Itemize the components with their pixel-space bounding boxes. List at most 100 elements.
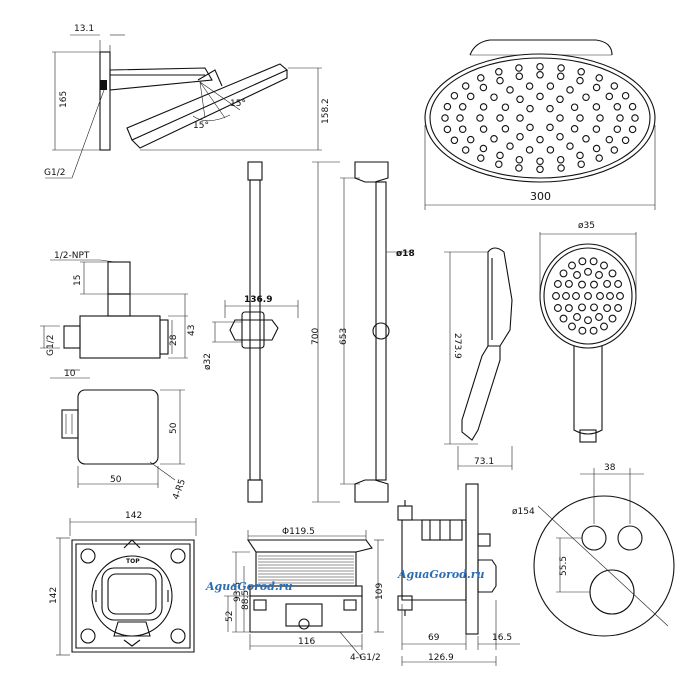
dim-142-vertical: 142 bbox=[49, 587, 59, 604]
nozzle-hole bbox=[526, 104, 534, 113]
dim-13-1: 13.1 bbox=[74, 24, 94, 34]
nozzle-hole bbox=[566, 86, 574, 94]
slide-rail-side-view: 700 653 ø18 bbox=[311, 161, 415, 503]
nozzle-hole bbox=[501, 103, 510, 111]
dim-15deg-left: 15° bbox=[193, 121, 209, 131]
nozzle-hole bbox=[576, 114, 584, 122]
nozzle-hole bbox=[450, 136, 459, 145]
nozzle-hole bbox=[516, 95, 524, 104]
nozzle-hole bbox=[553, 304, 562, 312]
nozzle-hole bbox=[576, 151, 584, 160]
nozzle-hole bbox=[536, 157, 544, 165]
nozzle-hole bbox=[614, 280, 623, 288]
nozzle-hole bbox=[496, 151, 504, 160]
dim-phi18: ø18 bbox=[396, 249, 415, 259]
nozzle-hole bbox=[496, 114, 504, 122]
dim-69: 69 bbox=[428, 633, 440, 643]
nozzle-hole bbox=[600, 322, 608, 331]
hand-shower-nozzles bbox=[552, 257, 624, 335]
nozzle-hole bbox=[577, 68, 585, 76]
nozzle-hole bbox=[479, 125, 488, 133]
nozzle-hole bbox=[546, 82, 555, 90]
nozzle-hole bbox=[556, 95, 564, 104]
nozzle-hole bbox=[479, 103, 488, 111]
nozzle-hole bbox=[556, 132, 564, 141]
dim-126-9: 126.9 bbox=[428, 653, 454, 663]
nozzle-hole bbox=[466, 135, 475, 144]
nozzle-hole bbox=[458, 125, 467, 133]
dim-16-5: 16.5 bbox=[492, 633, 512, 643]
nozzle-hole bbox=[566, 142, 574, 150]
dim-93-5: 93.5 bbox=[233, 582, 243, 602]
nozzle-hole bbox=[592, 103, 601, 111]
nozzle-hole bbox=[536, 62, 544, 71]
nozzle-hole bbox=[536, 165, 544, 174]
nozzle-hole bbox=[553, 280, 562, 288]
dim-38: 38 bbox=[604, 463, 616, 473]
nozzle-hole bbox=[557, 164, 565, 172]
nozzle-hole bbox=[610, 146, 619, 154]
nozzle-hole bbox=[570, 103, 579, 111]
hand-shower-front-view: ø35 bbox=[539, 221, 637, 443]
nozzle-hole bbox=[628, 102, 637, 111]
valve-ribs bbox=[258, 555, 354, 584]
nozzle-hole bbox=[628, 125, 637, 134]
dim-158-2: 158.2 bbox=[321, 98, 331, 124]
nozzle-hole bbox=[495, 160, 503, 168]
watermark-right: AguaGorod.ru bbox=[397, 568, 485, 581]
nozzle-hole bbox=[525, 82, 534, 90]
nozzle-hole bbox=[592, 144, 601, 153]
nozzle-hole bbox=[564, 279, 573, 288]
nozzle-hole bbox=[461, 146, 470, 154]
nozzle-hole bbox=[479, 144, 488, 153]
nozzle-hole bbox=[559, 314, 568, 323]
shower-arm-side-view: 13.1 165 15° 15° 158.2 G1/2 bbox=[44, 24, 331, 179]
nozzle-hole bbox=[568, 261, 576, 270]
nozzle-hole bbox=[525, 146, 534, 154]
nozzle-hole bbox=[479, 83, 488, 92]
dim-1-2-npt: 1/2-NPT bbox=[54, 251, 90, 261]
nozzle-hole bbox=[477, 74, 485, 82]
nozzle-hole bbox=[552, 292, 560, 300]
nozzle-hole bbox=[573, 313, 581, 321]
watermark-left: AguaGorod.ru bbox=[205, 580, 293, 593]
dim-50-vertical: 50 bbox=[169, 422, 179, 434]
dim-55-5: 55.5 bbox=[559, 556, 569, 576]
nozzle-hole bbox=[570, 125, 579, 133]
nozzle-hole bbox=[605, 135, 614, 144]
thermostat-side-view: 69 16.5 126.9 bbox=[397, 483, 520, 666]
nozzle-hole bbox=[506, 86, 514, 94]
nozzle-hole bbox=[576, 76, 584, 85]
nozzle-hole bbox=[572, 292, 580, 300]
nozzle-hole bbox=[458, 103, 467, 111]
valve-body-side-view: Φ119.5 116 4-G1/2 109 93.5 88.5 52 bbox=[224, 527, 385, 663]
nozzle-hole bbox=[613, 103, 622, 111]
nozzle-hole bbox=[461, 82, 470, 90]
dim-109: 109 bbox=[375, 583, 385, 600]
nozzle-hole bbox=[516, 132, 524, 141]
nozzle-hole bbox=[456, 114, 464, 122]
nozzle-hole bbox=[515, 155, 524, 164]
nozzle-hole bbox=[603, 304, 612, 313]
dim-43: 43 bbox=[187, 325, 197, 336]
nozzle-hole bbox=[546, 104, 554, 113]
nozzle-hole bbox=[631, 114, 639, 122]
nozzle-hole bbox=[613, 125, 622, 133]
nozzle-hole bbox=[564, 304, 573, 313]
dim-653: 653 bbox=[339, 328, 349, 345]
nozzle-hole bbox=[526, 123, 534, 132]
dim-50-horizontal: 50 bbox=[110, 475, 122, 485]
nozzle-hole bbox=[490, 93, 498, 101]
nozzle-hole bbox=[582, 93, 590, 101]
nozzle-hole bbox=[557, 64, 565, 72]
nozzle-hole bbox=[621, 91, 630, 100]
nozzle-hole bbox=[584, 292, 592, 300]
nozzle-hole bbox=[584, 267, 592, 276]
dim-4-r5: 4-R5 bbox=[171, 478, 188, 501]
nozzle-hole bbox=[556, 72, 565, 81]
dim-52: 52 bbox=[225, 611, 235, 622]
nozzle-hole bbox=[562, 292, 570, 300]
nozzle-hole bbox=[578, 303, 586, 312]
